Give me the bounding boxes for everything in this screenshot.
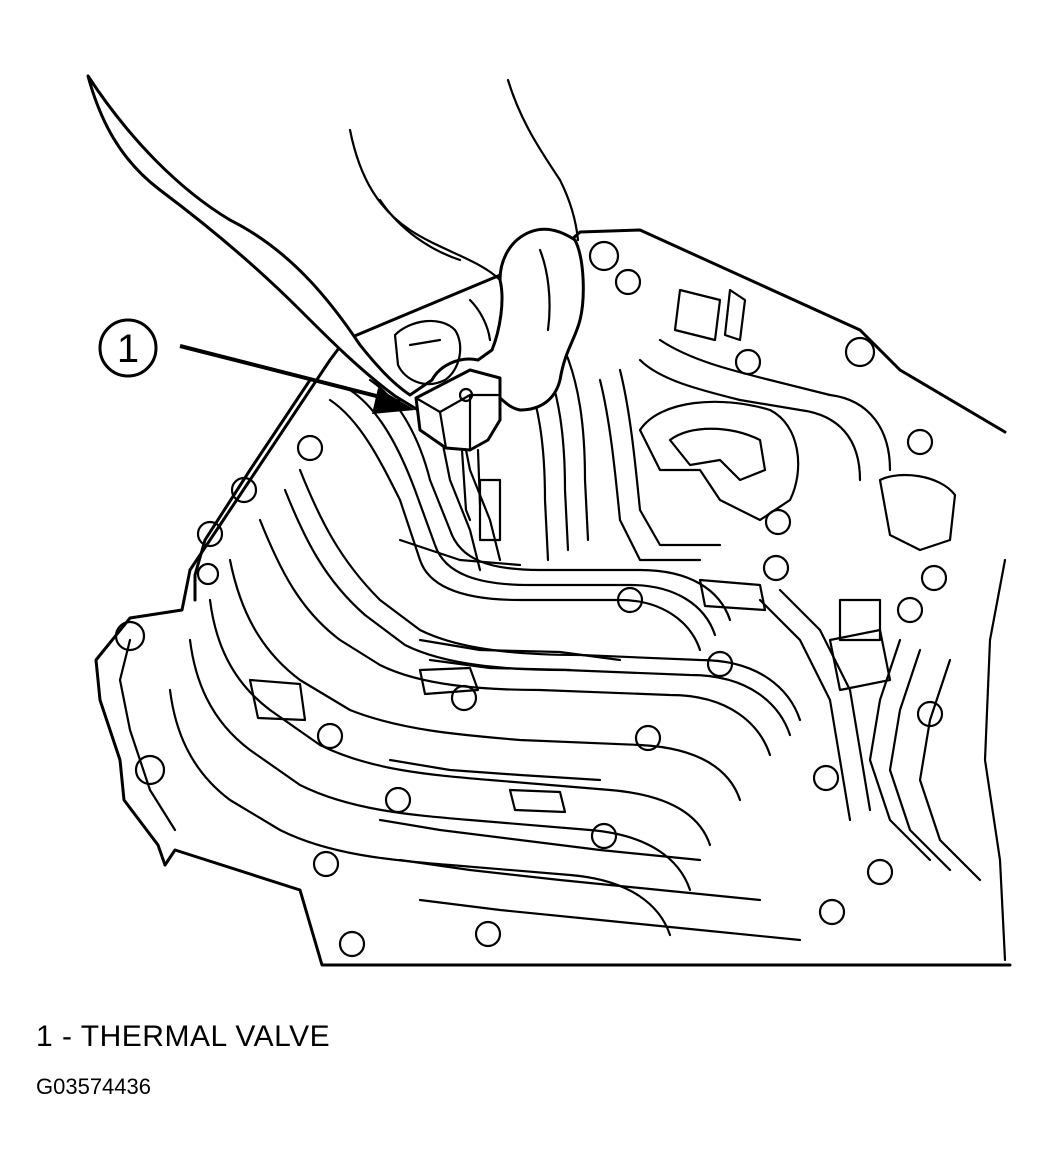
valve-pockets [248, 288, 957, 814]
callout-circle [98, 318, 158, 378]
callout-1: 1 [98, 318, 415, 414]
valve-body-plate [94, 228, 1012, 967]
figure-id: G03574436 [36, 1074, 151, 1099]
arrow-icon [179, 344, 401, 404]
thermal-valve [414, 368, 502, 522]
arrowhead-icon [372, 388, 415, 414]
callout-number: 1 [117, 327, 139, 371]
hand [86, 74, 585, 443]
valve-body-illustration: 1 [86, 74, 1012, 967]
fluid-passages [168, 338, 982, 942]
legend-item-1: 1 - THERMAL VALVE [36, 1020, 331, 1053]
